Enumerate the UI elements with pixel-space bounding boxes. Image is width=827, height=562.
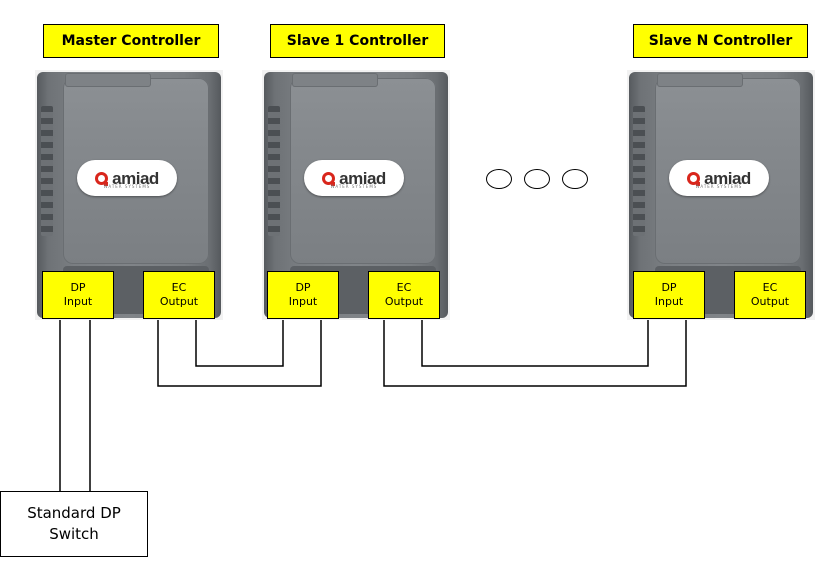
wire-master-ec-inner	[195, 320, 284, 367]
ellipsis-circle-icon	[562, 169, 588, 189]
slave-n-ec-output: EC Output	[734, 271, 806, 319]
wire-slave1-ec-outer	[383, 320, 687, 387]
standard-dp-switch: Standard DP Switch	[0, 491, 148, 557]
amiad-logo: amiad WATER SYSTEMS	[304, 160, 404, 196]
slave-n-controller-title: Slave N Controller	[633, 24, 808, 58]
slave-1-ec-output: EC Output	[368, 271, 440, 319]
master-ec-output: EC Output	[143, 271, 215, 319]
amiad-logo-mark-icon	[322, 171, 336, 186]
wire-master-ec-outer	[157, 320, 322, 387]
amiad-logo: amiad WATER SYSTEMS	[669, 160, 769, 196]
master-dp-input: DP Input	[42, 271, 114, 319]
master-controller-title: Master Controller	[43, 24, 219, 58]
amiad-logo-mark-icon	[687, 171, 701, 186]
amiad-logo-mark-icon	[95, 171, 109, 186]
wire-slave1-ec-inner	[421, 320, 649, 367]
ellipsis-circle-icon	[486, 169, 512, 189]
standard-dp-switch-label: Standard DP Switch	[27, 504, 121, 543]
slave-1-dp-input: DP Input	[267, 271, 339, 319]
slave-1-controller-title: Slave 1 Controller	[270, 24, 445, 58]
amiad-logo: amiad WATER SYSTEMS	[77, 160, 177, 196]
slave-n-dp-input: DP Input	[633, 271, 705, 319]
ellipsis-circle-icon	[524, 169, 550, 189]
